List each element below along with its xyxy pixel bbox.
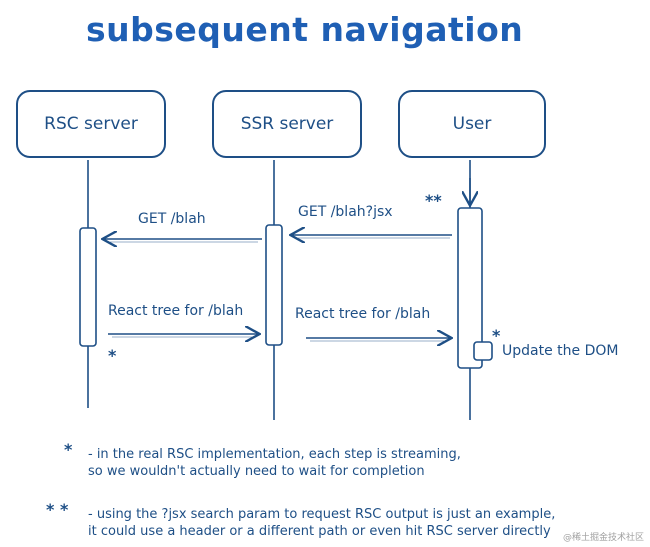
label-react-tree-rsc: React tree for /blah — [108, 303, 244, 319]
actor-ssr-server: SSR server — [212, 90, 362, 158]
label-update-dom: Update the DOM — [502, 343, 619, 359]
actor-user: User — [398, 90, 546, 158]
actor-rsc-server: RSC server — [16, 90, 166, 158]
footnote-two-line2: it could use a header or a different pat… — [88, 524, 551, 539]
label-get-blah-jsx: GET /blah?jsx — [298, 204, 393, 220]
marker-star-user: * — [492, 326, 501, 345]
footnote-one-line2: so we wouldn't actually need to wait for… — [88, 464, 425, 479]
footnote-two-line1: - using the ?jsx search param to request… — [88, 507, 556, 522]
marker-star-rsc: * — [108, 346, 117, 365]
footnote-two-marker: * * — [46, 500, 69, 519]
footnote-one-line1: - in the real RSC implementation, each s… — [88, 447, 461, 462]
footnote-one-marker: * — [64, 440, 73, 459]
diagram-title: subsequent navigation — [86, 10, 524, 49]
activation-ssr — [265, 224, 283, 346]
marker-double-star: ** — [425, 191, 442, 210]
activation-rsc — [79, 227, 97, 347]
self-activation-user — [473, 341, 493, 361]
activation-user — [457, 207, 483, 369]
label-get-blah: GET /blah — [138, 211, 206, 227]
label-react-tree-ssr: React tree for /blah — [295, 306, 431, 322]
watermark-text: @稀土掘金技术社区 — [562, 533, 644, 543]
